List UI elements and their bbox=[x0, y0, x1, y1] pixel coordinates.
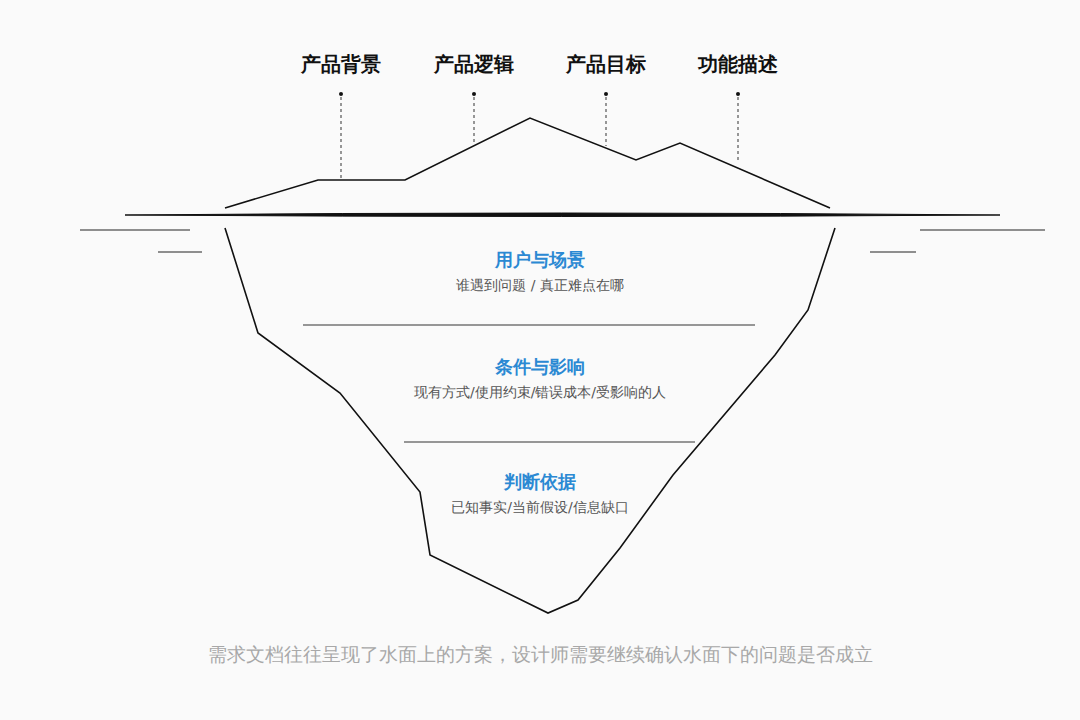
water-ripple bbox=[870, 251, 916, 252]
leader-dot bbox=[472, 92, 476, 96]
iceberg-underwater-outline bbox=[225, 228, 835, 613]
iceberg-band: 用户与场景谁遇到问题 / 真正难点在哪 bbox=[450, 246, 630, 296]
waterline bbox=[125, 213, 1000, 217]
band-description: 谁遇到问题 / 真正难点在哪 bbox=[456, 276, 624, 294]
band-heading: 条件与影响 bbox=[414, 355, 666, 378]
band-description: 已知事实/当前假设/信息缺口 bbox=[451, 498, 628, 516]
band-description: 现有方式/使用约束/错误成本/受影响的人 bbox=[414, 383, 666, 401]
caption: 需求文档往往呈现了水面上的方案，设计师需要继续确认水面下的问题是否成立 bbox=[208, 643, 873, 666]
layer-label: 产品背景 bbox=[301, 52, 381, 76]
leader-dot bbox=[604, 92, 608, 96]
iceberg-band: 条件与影响现有方式/使用约束/错误成本/受影响的人 bbox=[408, 353, 672, 403]
band-heading: 用户与场景 bbox=[456, 248, 624, 271]
iceberg-band: 判断依据已知事实/当前假设/信息缺口 bbox=[445, 468, 634, 518]
leader-dot bbox=[339, 92, 343, 96]
iceberg-top-outline bbox=[225, 118, 830, 208]
band-divider bbox=[404, 441, 695, 442]
water-ripple bbox=[80, 229, 190, 230]
band-heading: 判断依据 bbox=[451, 470, 628, 493]
leader-line bbox=[738, 97, 739, 163]
leader-dot bbox=[736, 92, 740, 96]
layer-label: 产品目标 bbox=[566, 52, 646, 76]
layer-label: 产品逻辑 bbox=[434, 52, 514, 76]
water-ripple bbox=[158, 251, 202, 252]
band-divider bbox=[303, 324, 755, 325]
leader-line bbox=[341, 97, 342, 178]
leader-line bbox=[606, 97, 607, 146]
leader-line bbox=[474, 97, 475, 142]
layer-label: 功能描述 bbox=[698, 52, 778, 76]
water-ripple bbox=[920, 229, 1045, 230]
